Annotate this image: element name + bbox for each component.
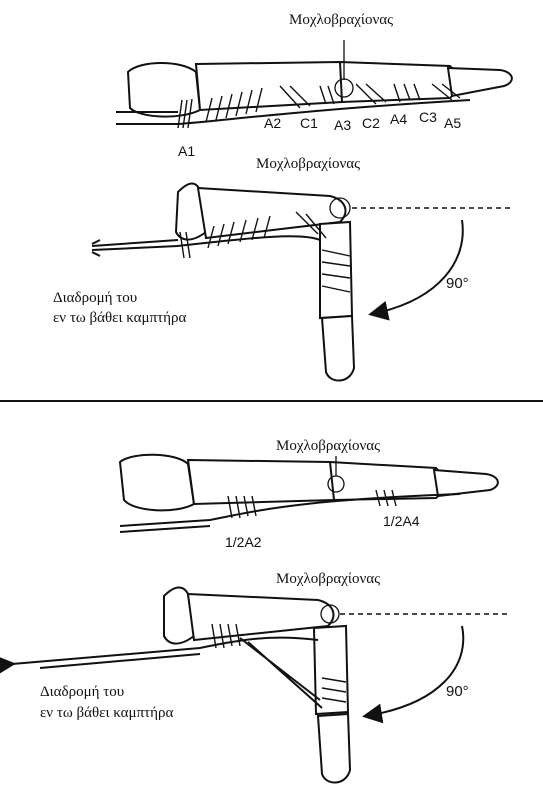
fig4-excursion-line1: Διαδρομή του	[40, 685, 124, 700]
fig2-fulcrum-label: Μοχλοβραχίονας	[256, 157, 360, 172]
pulley-label-a5: A5	[444, 116, 461, 130]
pulley-label-a2: A2	[264, 116, 281, 130]
fig4-excursion-line2: εν τω βάθει καμπτήρα	[40, 706, 173, 721]
pulley-label-a4: A4	[390, 112, 407, 126]
fig2-excursion-line1: Διαδρομή του	[53, 291, 137, 306]
fig2-angle-label: 90°	[446, 276, 469, 291]
fig3-fulcrum-label: Μοχλοβραχίονας	[276, 439, 380, 454]
pulley-label-c3: C3	[419, 110, 437, 124]
pulley-label-c1: C1	[300, 116, 318, 130]
fig3-extended-finger	[120, 455, 498, 532]
pulley-label-a1: A1	[178, 144, 195, 158]
pulley-label-half-a2: 1/2A2	[225, 535, 262, 549]
pulley-label-a3: A3	[334, 118, 351, 132]
fig4-fulcrum-label: Μοχλοβραχίονας	[276, 572, 380, 587]
fig2-excursion-line2: εν τω βάθει καμπτήρα	[53, 311, 186, 326]
pulley-label-c2: C2	[362, 116, 380, 130]
pulley-label-half-a4: 1/2A4	[383, 514, 420, 528]
fig4-angle-label: 90°	[446, 684, 469, 699]
panel-divider	[0, 400, 543, 402]
fig1-fulcrum-label: Μοχλοβραχίονας	[289, 13, 393, 28]
